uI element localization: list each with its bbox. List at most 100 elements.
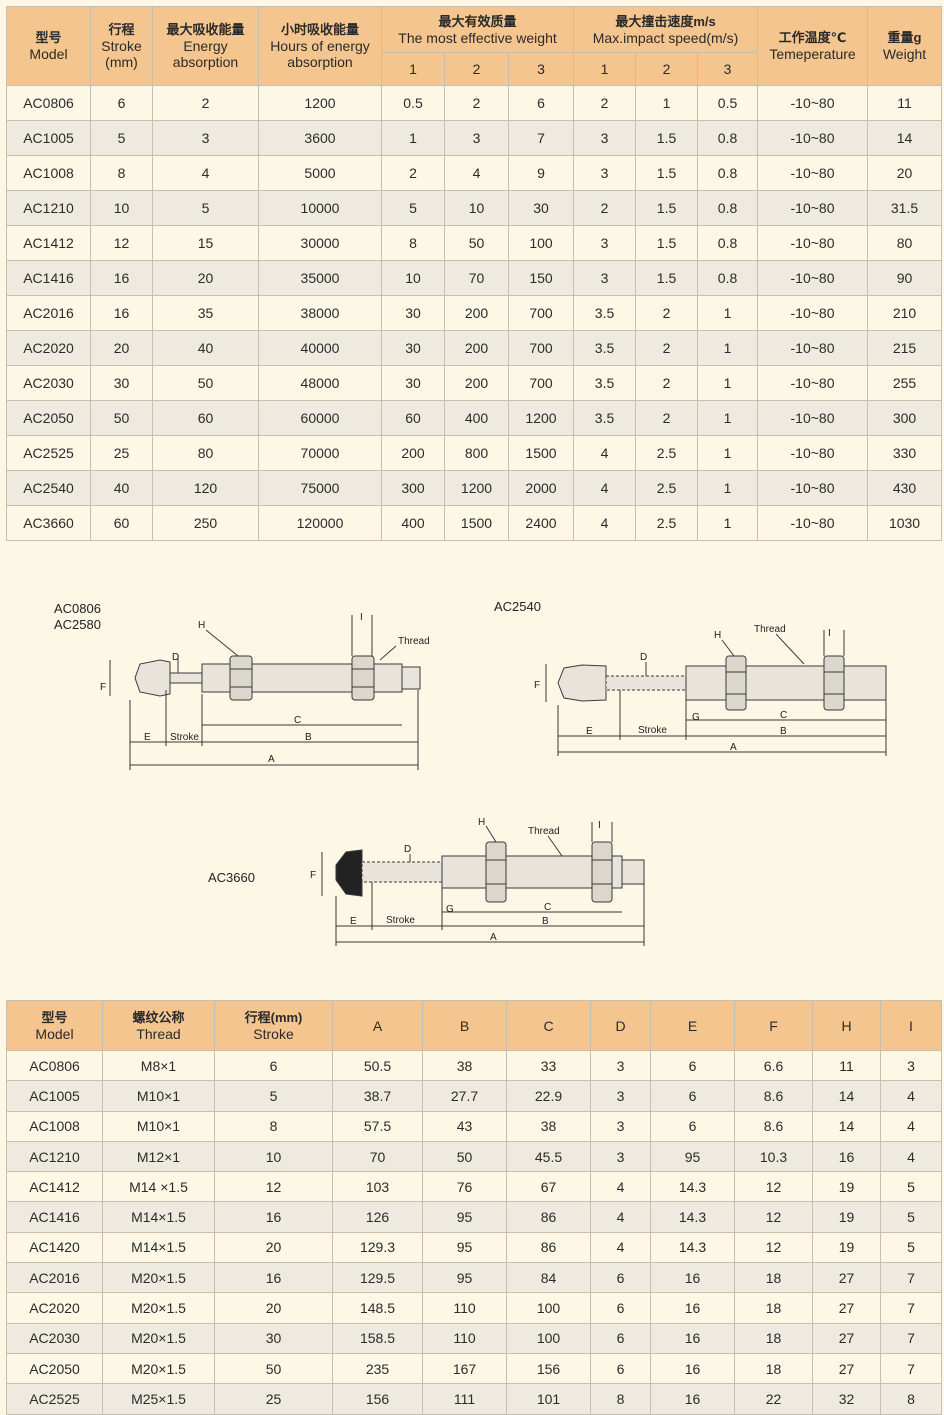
table-cell: 7 bbox=[880, 1292, 942, 1324]
table-cell: 1200 bbox=[258, 85, 382, 121]
svg-text:Stroke: Stroke bbox=[170, 732, 199, 743]
table-cell: 6 bbox=[90, 85, 153, 121]
table-cell: 40 bbox=[152, 330, 259, 366]
model-cell: AC2020 bbox=[6, 330, 91, 366]
model-cell: AC1008 bbox=[6, 1110, 103, 1142]
table-cell: 1 bbox=[697, 295, 759, 331]
table-cell: M14×1.5 bbox=[102, 1201, 215, 1233]
table-cell: 3.5 bbox=[573, 295, 637, 331]
header2-a: A bbox=[332, 1000, 423, 1051]
table-cell: 3 bbox=[573, 225, 637, 261]
table-cell: 4 bbox=[573, 435, 637, 471]
table-cell: 27 bbox=[812, 1262, 881, 1294]
table-cell: 25 bbox=[214, 1383, 333, 1415]
model-cell: AC2016 bbox=[6, 295, 91, 331]
table-cell: 75000 bbox=[258, 470, 382, 506]
table-cell: 8 bbox=[880, 1383, 942, 1415]
table-cell: 0.5 bbox=[697, 85, 759, 121]
table-cell: 101 bbox=[506, 1383, 591, 1415]
table-cell: 8.6 bbox=[734, 1110, 813, 1142]
table-cell: 12 bbox=[734, 1231, 813, 1264]
table-cell: 16 bbox=[650, 1352, 735, 1385]
table-cell: -10~80 bbox=[757, 365, 869, 401]
table-cell: 2400 bbox=[507, 505, 575, 541]
table-cell: 32 bbox=[812, 1383, 881, 1415]
svg-text:B: B bbox=[305, 732, 312, 743]
table-cell: 43 bbox=[422, 1110, 507, 1142]
model-cell: AC0806 bbox=[6, 1049, 103, 1082]
table-cell: 27.7 bbox=[422, 1080, 507, 1112]
table-cell: 300 bbox=[381, 470, 445, 506]
table-cell: 38 bbox=[422, 1049, 507, 1082]
table-cell: 30 bbox=[381, 330, 445, 366]
table-cell: 1200 bbox=[507, 400, 575, 436]
table-cell: 10 bbox=[444, 190, 509, 226]
table-cell: 30 bbox=[90, 365, 153, 401]
table-cell: -10~80 bbox=[757, 85, 869, 121]
table-cell: 100 bbox=[507, 225, 575, 261]
diagram-ac2540: AC2540 H D F I Thread C G E Stroke B A bbox=[494, 599, 887, 756]
table-cell: 16 bbox=[650, 1262, 735, 1294]
table-cell: 148.5 bbox=[332, 1292, 423, 1324]
table-cell: 6 bbox=[507, 85, 575, 121]
table-cell: 18 bbox=[734, 1322, 813, 1354]
header-weight-1: 1 bbox=[381, 52, 445, 86]
table-cell: 3 bbox=[444, 120, 509, 156]
model-cell: AC2050 bbox=[6, 400, 91, 436]
table-cell: 8 bbox=[214, 1110, 333, 1142]
svg-text:E: E bbox=[350, 916, 357, 927]
table-cell: 2 bbox=[635, 295, 699, 331]
table-cell: 18 bbox=[734, 1262, 813, 1294]
table-cell: 4 bbox=[590, 1231, 651, 1264]
table-cell: 30 bbox=[381, 295, 445, 331]
table-cell: 16 bbox=[90, 295, 153, 331]
table-cell: 8.6 bbox=[734, 1080, 813, 1112]
svg-text:A: A bbox=[730, 742, 737, 753]
table-cell: 700 bbox=[507, 365, 575, 401]
table-cell: 210 bbox=[867, 295, 943, 331]
svg-text:I: I bbox=[360, 612, 363, 623]
table-cell: 6 bbox=[214, 1049, 333, 1082]
model-cell: AC2540 bbox=[6, 470, 91, 506]
table-cell: 27 bbox=[812, 1352, 881, 1385]
table-cell: 22 bbox=[734, 1383, 813, 1415]
table-cell: 167 bbox=[422, 1352, 507, 1385]
table-cell: 430 bbox=[867, 470, 943, 506]
table-cell: 16 bbox=[650, 1322, 735, 1354]
table-cell: 16 bbox=[812, 1140, 881, 1173]
table-cell: 215 bbox=[867, 330, 943, 366]
svg-text:E: E bbox=[586, 726, 593, 737]
model-cell: AC1412 bbox=[6, 225, 91, 261]
table-cell: 4 bbox=[444, 155, 509, 191]
table-cell: 16 bbox=[214, 1262, 333, 1294]
table-cell: 48000 bbox=[258, 365, 382, 401]
header-model: 型号 Model bbox=[6, 6, 91, 86]
model-cell: AC0806 bbox=[6, 85, 91, 121]
table-cell: 8 bbox=[590, 1383, 651, 1415]
table-cell: 6 bbox=[590, 1292, 651, 1324]
table-cell: 200 bbox=[381, 435, 445, 471]
table-cell: 30000 bbox=[258, 225, 382, 261]
table-cell: 7 bbox=[507, 120, 575, 156]
header2-h: H bbox=[812, 1000, 881, 1051]
table-cell: M10×1 bbox=[102, 1110, 215, 1142]
svg-text:F: F bbox=[534, 680, 540, 691]
model-cell: AC1416 bbox=[6, 260, 91, 296]
table-cell: 18 bbox=[734, 1352, 813, 1385]
table-cell: 200 bbox=[444, 365, 509, 401]
table-cell: 8 bbox=[90, 155, 153, 191]
table-cell: 129.5 bbox=[332, 1262, 423, 1294]
table-cell: 156 bbox=[332, 1383, 423, 1415]
table-cell: 31.5 bbox=[867, 190, 943, 226]
table-cell: 45.5 bbox=[506, 1140, 591, 1173]
table-cell: 14.3 bbox=[650, 1171, 735, 1203]
table-cell: 2 bbox=[444, 85, 509, 121]
svg-text:C: C bbox=[544, 902, 551, 913]
